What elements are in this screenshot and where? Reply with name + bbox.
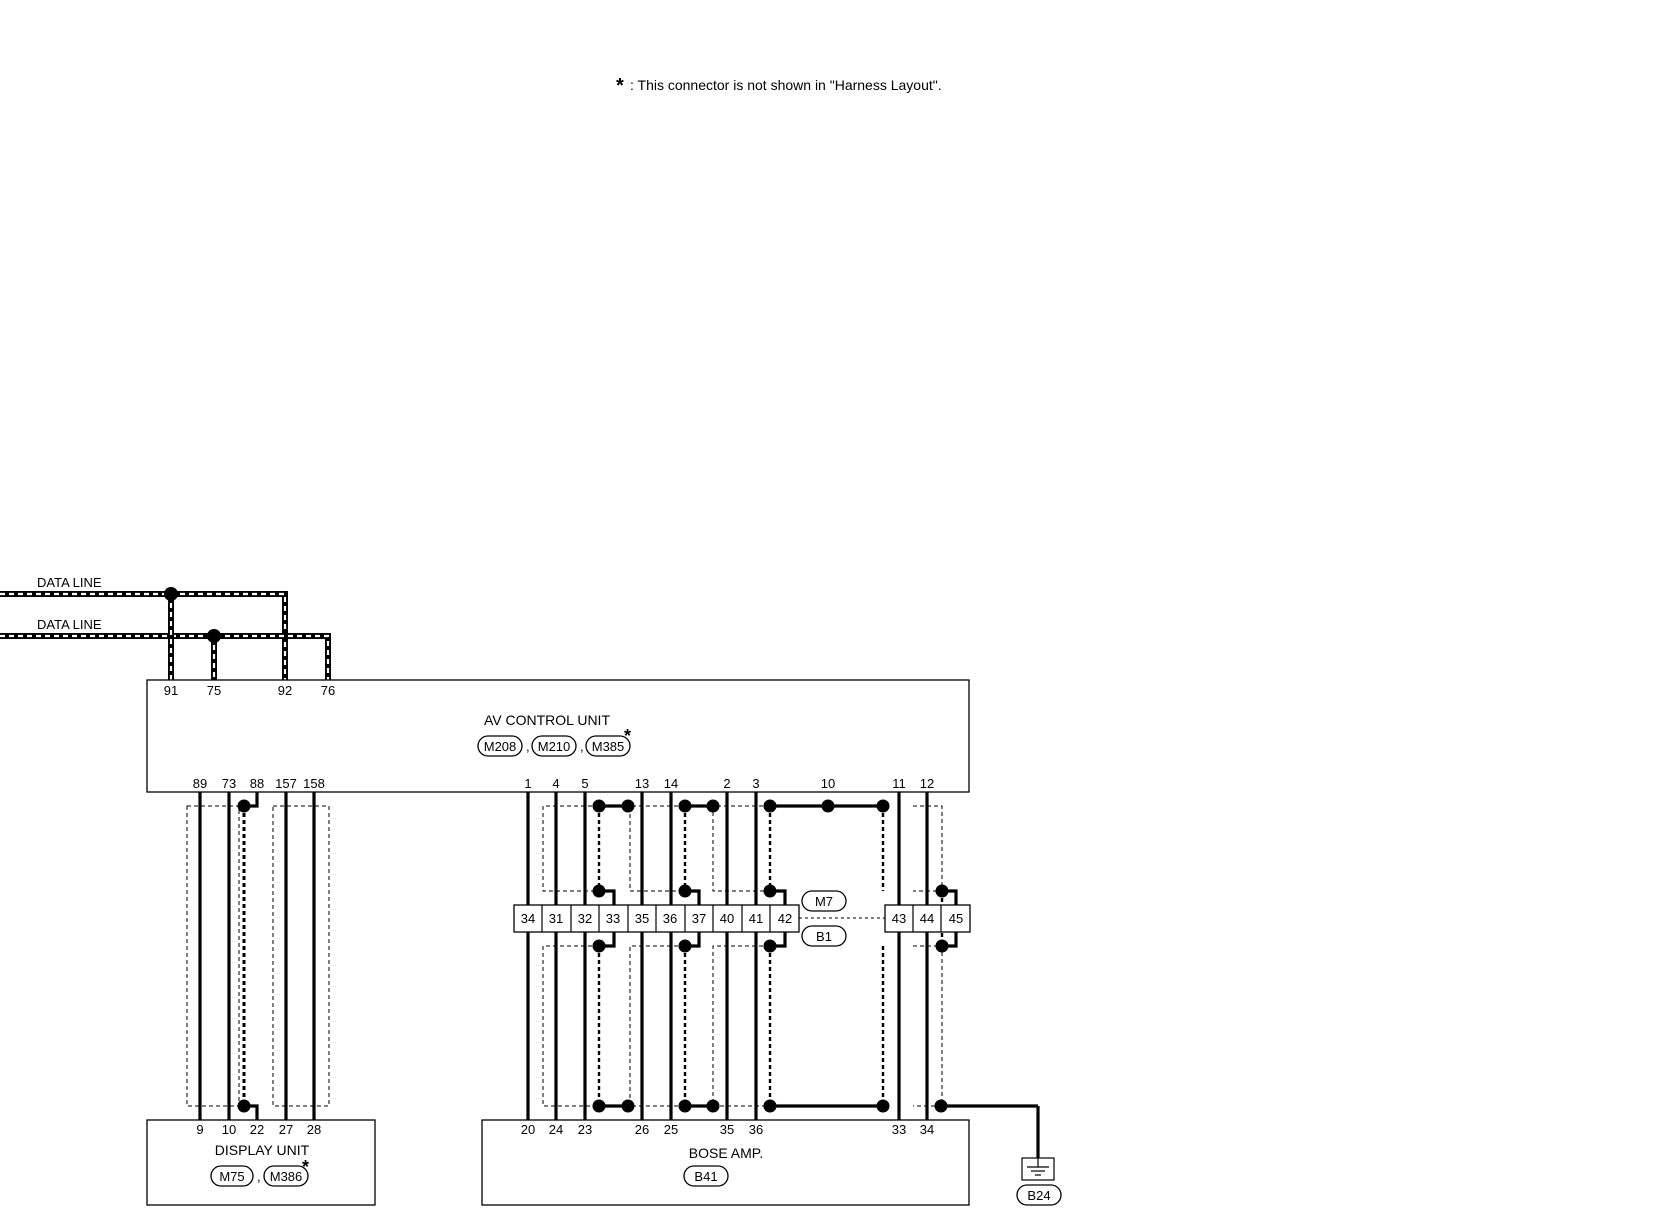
pin-label: 22 bbox=[250, 1122, 264, 1137]
connector-label: M386 bbox=[270, 1169, 303, 1184]
pin-label: 76 bbox=[321, 683, 335, 698]
pin-label: 12 bbox=[920, 776, 934, 791]
joint-connector-upper-label: M7 bbox=[815, 894, 833, 909]
joint-cell: 37 bbox=[692, 911, 706, 926]
bose-amp-box bbox=[481, 1119, 970, 1206]
pin-label: 28 bbox=[307, 1122, 321, 1137]
connector-star: * bbox=[624, 726, 631, 746]
joint-cell: 40 bbox=[720, 911, 734, 926]
data-line-junction bbox=[164, 587, 178, 601]
connector-separator: , bbox=[526, 739, 530, 754]
pin-label: 158 bbox=[303, 776, 325, 791]
bose-harness bbox=[526, 792, 1040, 1158]
connector-pill bbox=[585, 735, 631, 757]
joint-cell: 32 bbox=[578, 911, 592, 926]
pin-label: 5 bbox=[581, 776, 588, 791]
connector-star: * bbox=[302, 1157, 309, 1177]
pin-label: 35 bbox=[720, 1122, 734, 1137]
pin-label: 73 bbox=[222, 776, 236, 791]
connector-pill bbox=[531, 735, 577, 757]
joint-cell: 41 bbox=[749, 911, 763, 926]
av-control-unit: AV CONTROL UNIT M208 , M210 , M385 * 91 … bbox=[146, 679, 970, 793]
pin-label: 75 bbox=[207, 683, 221, 698]
joint-cell: 45 bbox=[949, 911, 963, 926]
pin-label: 91 bbox=[164, 683, 178, 698]
pin-label: 24 bbox=[549, 1122, 563, 1137]
note-star: * bbox=[616, 75, 624, 97]
pin-label: 10 bbox=[222, 1122, 236, 1137]
pin-label: 13 bbox=[635, 776, 649, 791]
joint-cell: 33 bbox=[606, 911, 620, 926]
pin-label: 27 bbox=[279, 1122, 293, 1137]
note-text: : This connector is not shown in "Harnes… bbox=[630, 77, 942, 93]
joint-cell: 44 bbox=[920, 911, 934, 926]
pin-label: 92 bbox=[278, 683, 292, 698]
joint-cell: 35 bbox=[635, 911, 649, 926]
pin-label: 25 bbox=[664, 1122, 678, 1137]
data-line-label-1: DATA LINE bbox=[37, 575, 102, 590]
data-line-junction bbox=[207, 629, 221, 643]
pin-label: 14 bbox=[664, 776, 678, 791]
pin-label: 33 bbox=[892, 1122, 906, 1137]
joint-cell: 34 bbox=[521, 911, 535, 926]
ground-label: B24 bbox=[1027, 1188, 1050, 1203]
pin-label: 20 bbox=[521, 1122, 535, 1137]
connector-label: M210 bbox=[538, 739, 571, 754]
pin-label: 3 bbox=[752, 776, 759, 791]
connector-label: M208 bbox=[484, 739, 517, 754]
connector-label: M385 bbox=[592, 739, 625, 754]
av-control-unit-title: AV CONTROL UNIT bbox=[484, 712, 610, 728]
joint-cell: 43 bbox=[892, 911, 906, 926]
connector-label: M75 bbox=[219, 1169, 244, 1184]
connector-separator: , bbox=[580, 739, 584, 754]
display-harness bbox=[186, 792, 330, 1120]
joint-connector-lower-label: B1 bbox=[816, 929, 832, 944]
bose-amp: 20 24 23 26 25 35 36 33 34 BOSE AMP. B41 bbox=[481, 1119, 970, 1206]
pin-label: 89 bbox=[193, 776, 207, 791]
pin-label: 157 bbox=[275, 776, 297, 791]
joint-cell: 31 bbox=[549, 911, 563, 926]
joint-connector: 34 31 32 33 35 36 37 40 41 42 43 44 45 M… bbox=[513, 890, 971, 947]
ground-b24: B24 bbox=[1016, 1157, 1062, 1206]
data-line-label-2: DATA LINE bbox=[37, 617, 102, 632]
data-lines: DATA LINE DATA LINE bbox=[0, 575, 331, 680]
connector-pill bbox=[477, 735, 523, 757]
display-unit-title: DISPLAY UNIT bbox=[215, 1142, 310, 1158]
pin-label: 26 bbox=[635, 1122, 649, 1137]
display-unit-box bbox=[146, 1119, 376, 1206]
pin-label: 36 bbox=[749, 1122, 763, 1137]
pin-label: 23 bbox=[578, 1122, 592, 1137]
joint-cell: 36 bbox=[663, 911, 677, 926]
joint-cell: 42 bbox=[778, 911, 792, 926]
pin-label: 4 bbox=[552, 776, 559, 791]
display-unit: 9 10 22 27 28 DISPLAY UNIT M75 , M386 * bbox=[146, 1119, 376, 1206]
pin-label: 2 bbox=[723, 776, 730, 791]
pin-label: 88 bbox=[250, 776, 264, 791]
pin-label: 1 bbox=[524, 776, 531, 791]
connector-separator: , bbox=[257, 1169, 261, 1184]
pin-label: 9 bbox=[196, 1122, 203, 1137]
connector-label: B41 bbox=[694, 1169, 717, 1184]
pin-label: 10 bbox=[821, 776, 835, 791]
pin-label: 11 bbox=[892, 776, 906, 791]
connector-note: * : This connector is not shown in "Harn… bbox=[616, 75, 942, 97]
pin-label: 34 bbox=[920, 1122, 934, 1137]
bose-amp-title: BOSE AMP. bbox=[689, 1145, 763, 1161]
